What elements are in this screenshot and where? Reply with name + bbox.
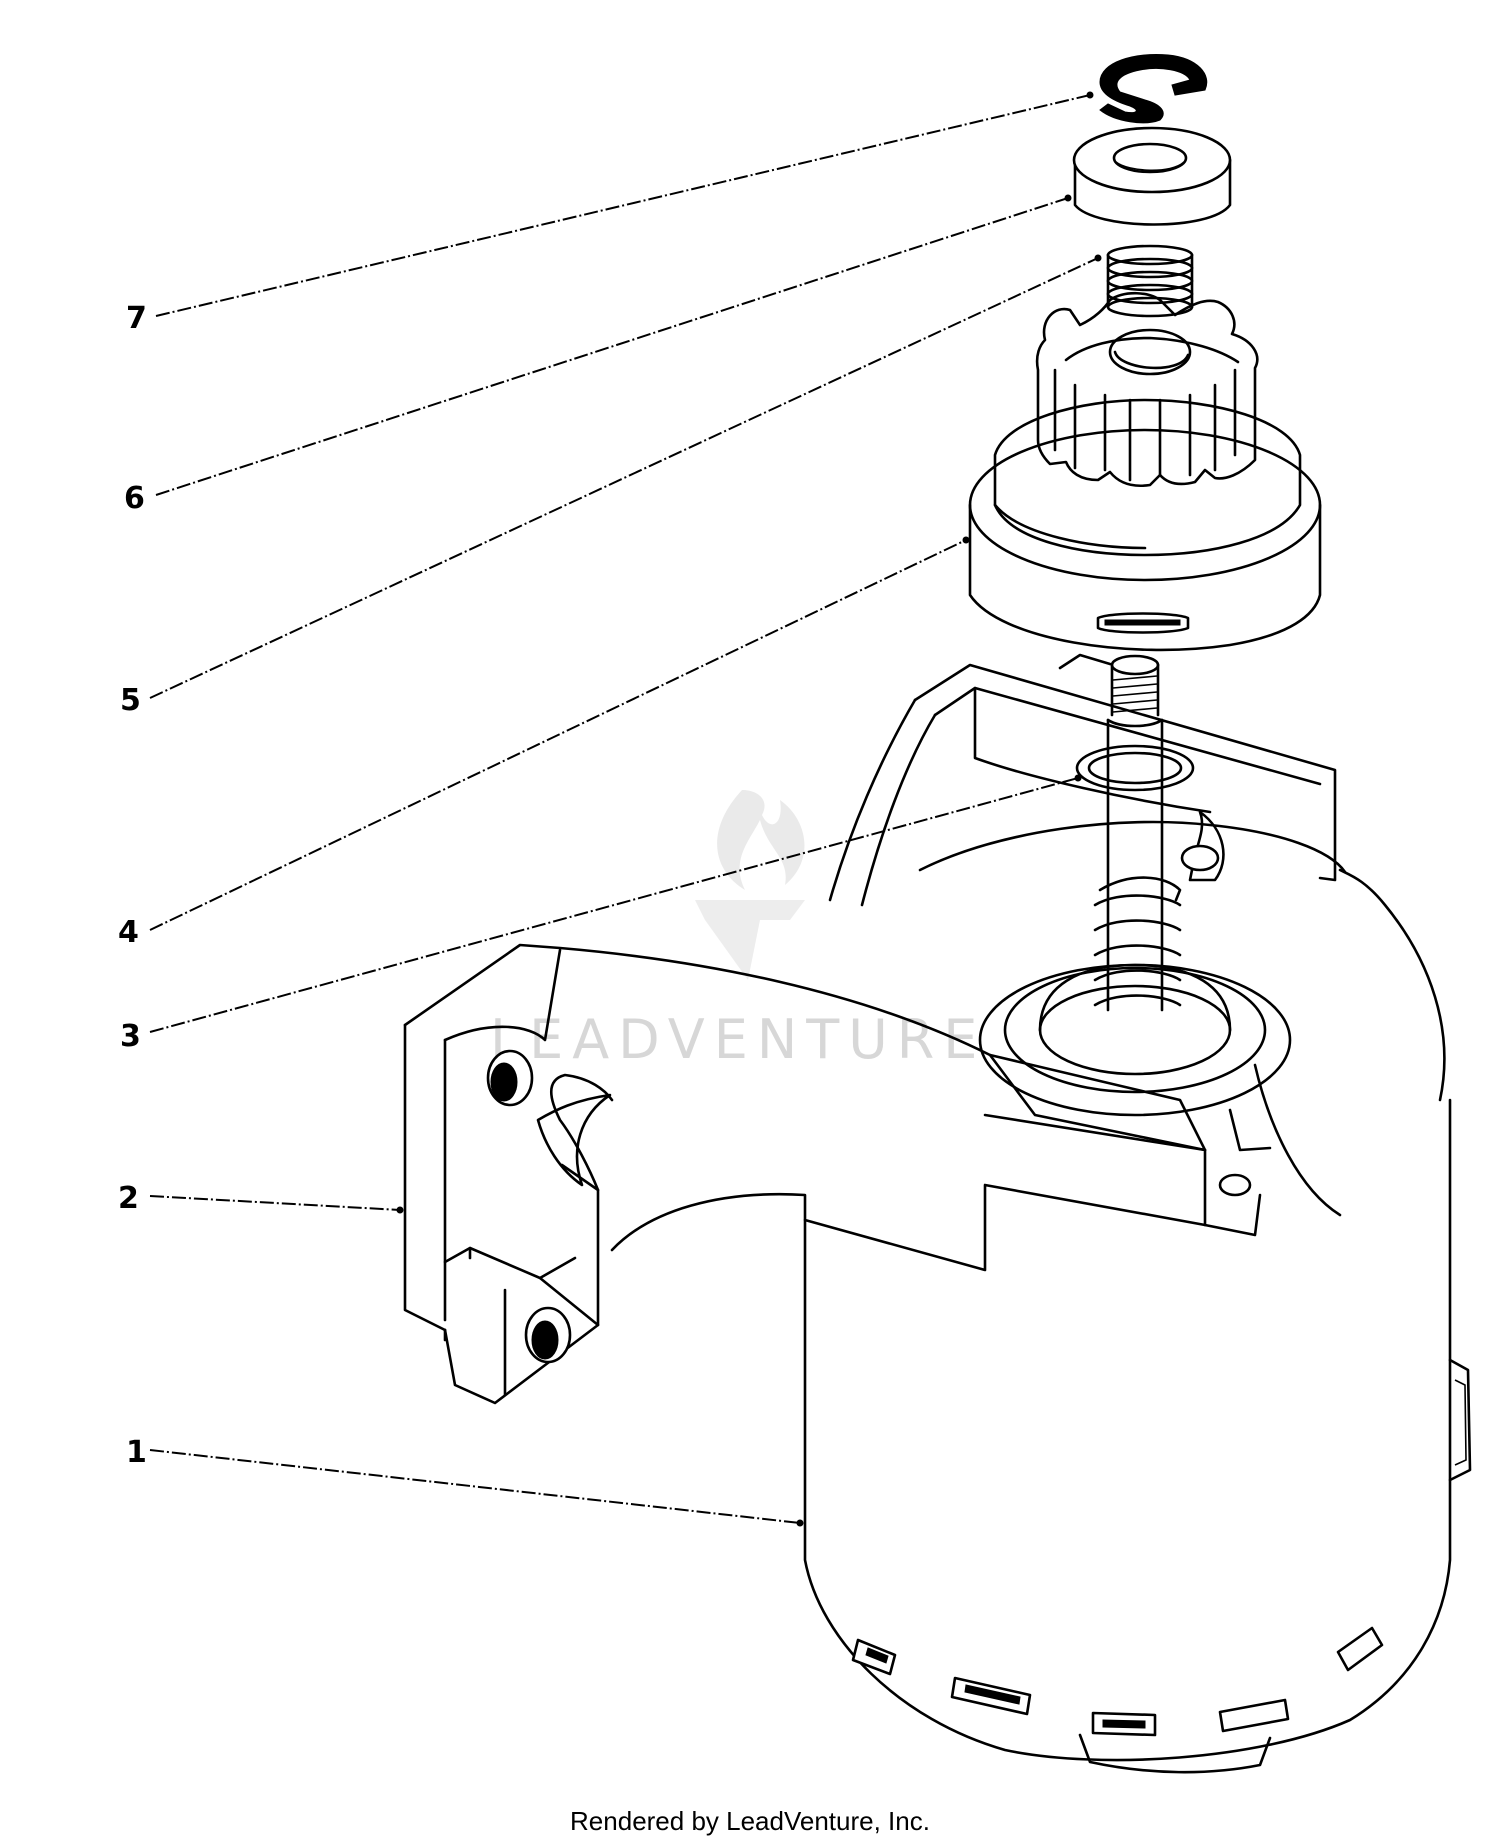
leader-2-dot	[396, 1206, 404, 1214]
leader-3-dot	[1074, 774, 1082, 782]
watermark-text: LEADVENTURE	[490, 1008, 986, 1071]
part-3-armature-shaft	[1093, 654, 1182, 1012]
callout-3: 3	[120, 1019, 141, 1054]
leader-4-dot	[962, 536, 970, 544]
leader-3	[149, 777, 1079, 1033]
part-7-washer	[1072, 126, 1232, 226]
leader-4	[149, 539, 967, 931]
leader-5-dot	[1094, 254, 1102, 262]
callout-4: 4	[118, 915, 139, 950]
leader-6-dot	[1064, 194, 1072, 202]
leader-2	[149, 1195, 401, 1211]
leader-7	[155, 94, 1091, 317]
leader-1	[149, 1449, 801, 1524]
part-6-spring	[1106, 244, 1194, 318]
callout-numbers: 7 6 5 4 3 2 1	[118, 301, 147, 1470]
watermark: LEADVENTURE	[490, 790, 986, 1071]
callout-7: 7	[126, 301, 147, 336]
drive-end-cap	[978, 963, 1292, 1117]
retaining-clip	[1099, 53, 1208, 124]
part-2-mounting-bracket	[403, 653, 1337, 1405]
callout-5: 5	[120, 683, 141, 718]
leader-6	[155, 197, 1069, 496]
leader-5	[149, 257, 1099, 699]
callout-2: 2	[118, 1181, 139, 1216]
leader-7-dot	[1086, 91, 1094, 99]
callout-1: 1	[126, 1435, 147, 1470]
part-4-ring	[1075, 744, 1195, 792]
leader-1-dot	[796, 1519, 804, 1527]
callout-leaders	[149, 91, 1102, 1527]
callout-6: 6	[124, 481, 145, 516]
render-credit-footer: Rendered by LeadVenture, Inc.	[570, 1806, 930, 1836]
part-1-motor-housing	[803, 820, 1472, 1774]
watermark-logo	[695, 790, 805, 980]
part-5-pinion-gear	[968, 291, 1322, 652]
